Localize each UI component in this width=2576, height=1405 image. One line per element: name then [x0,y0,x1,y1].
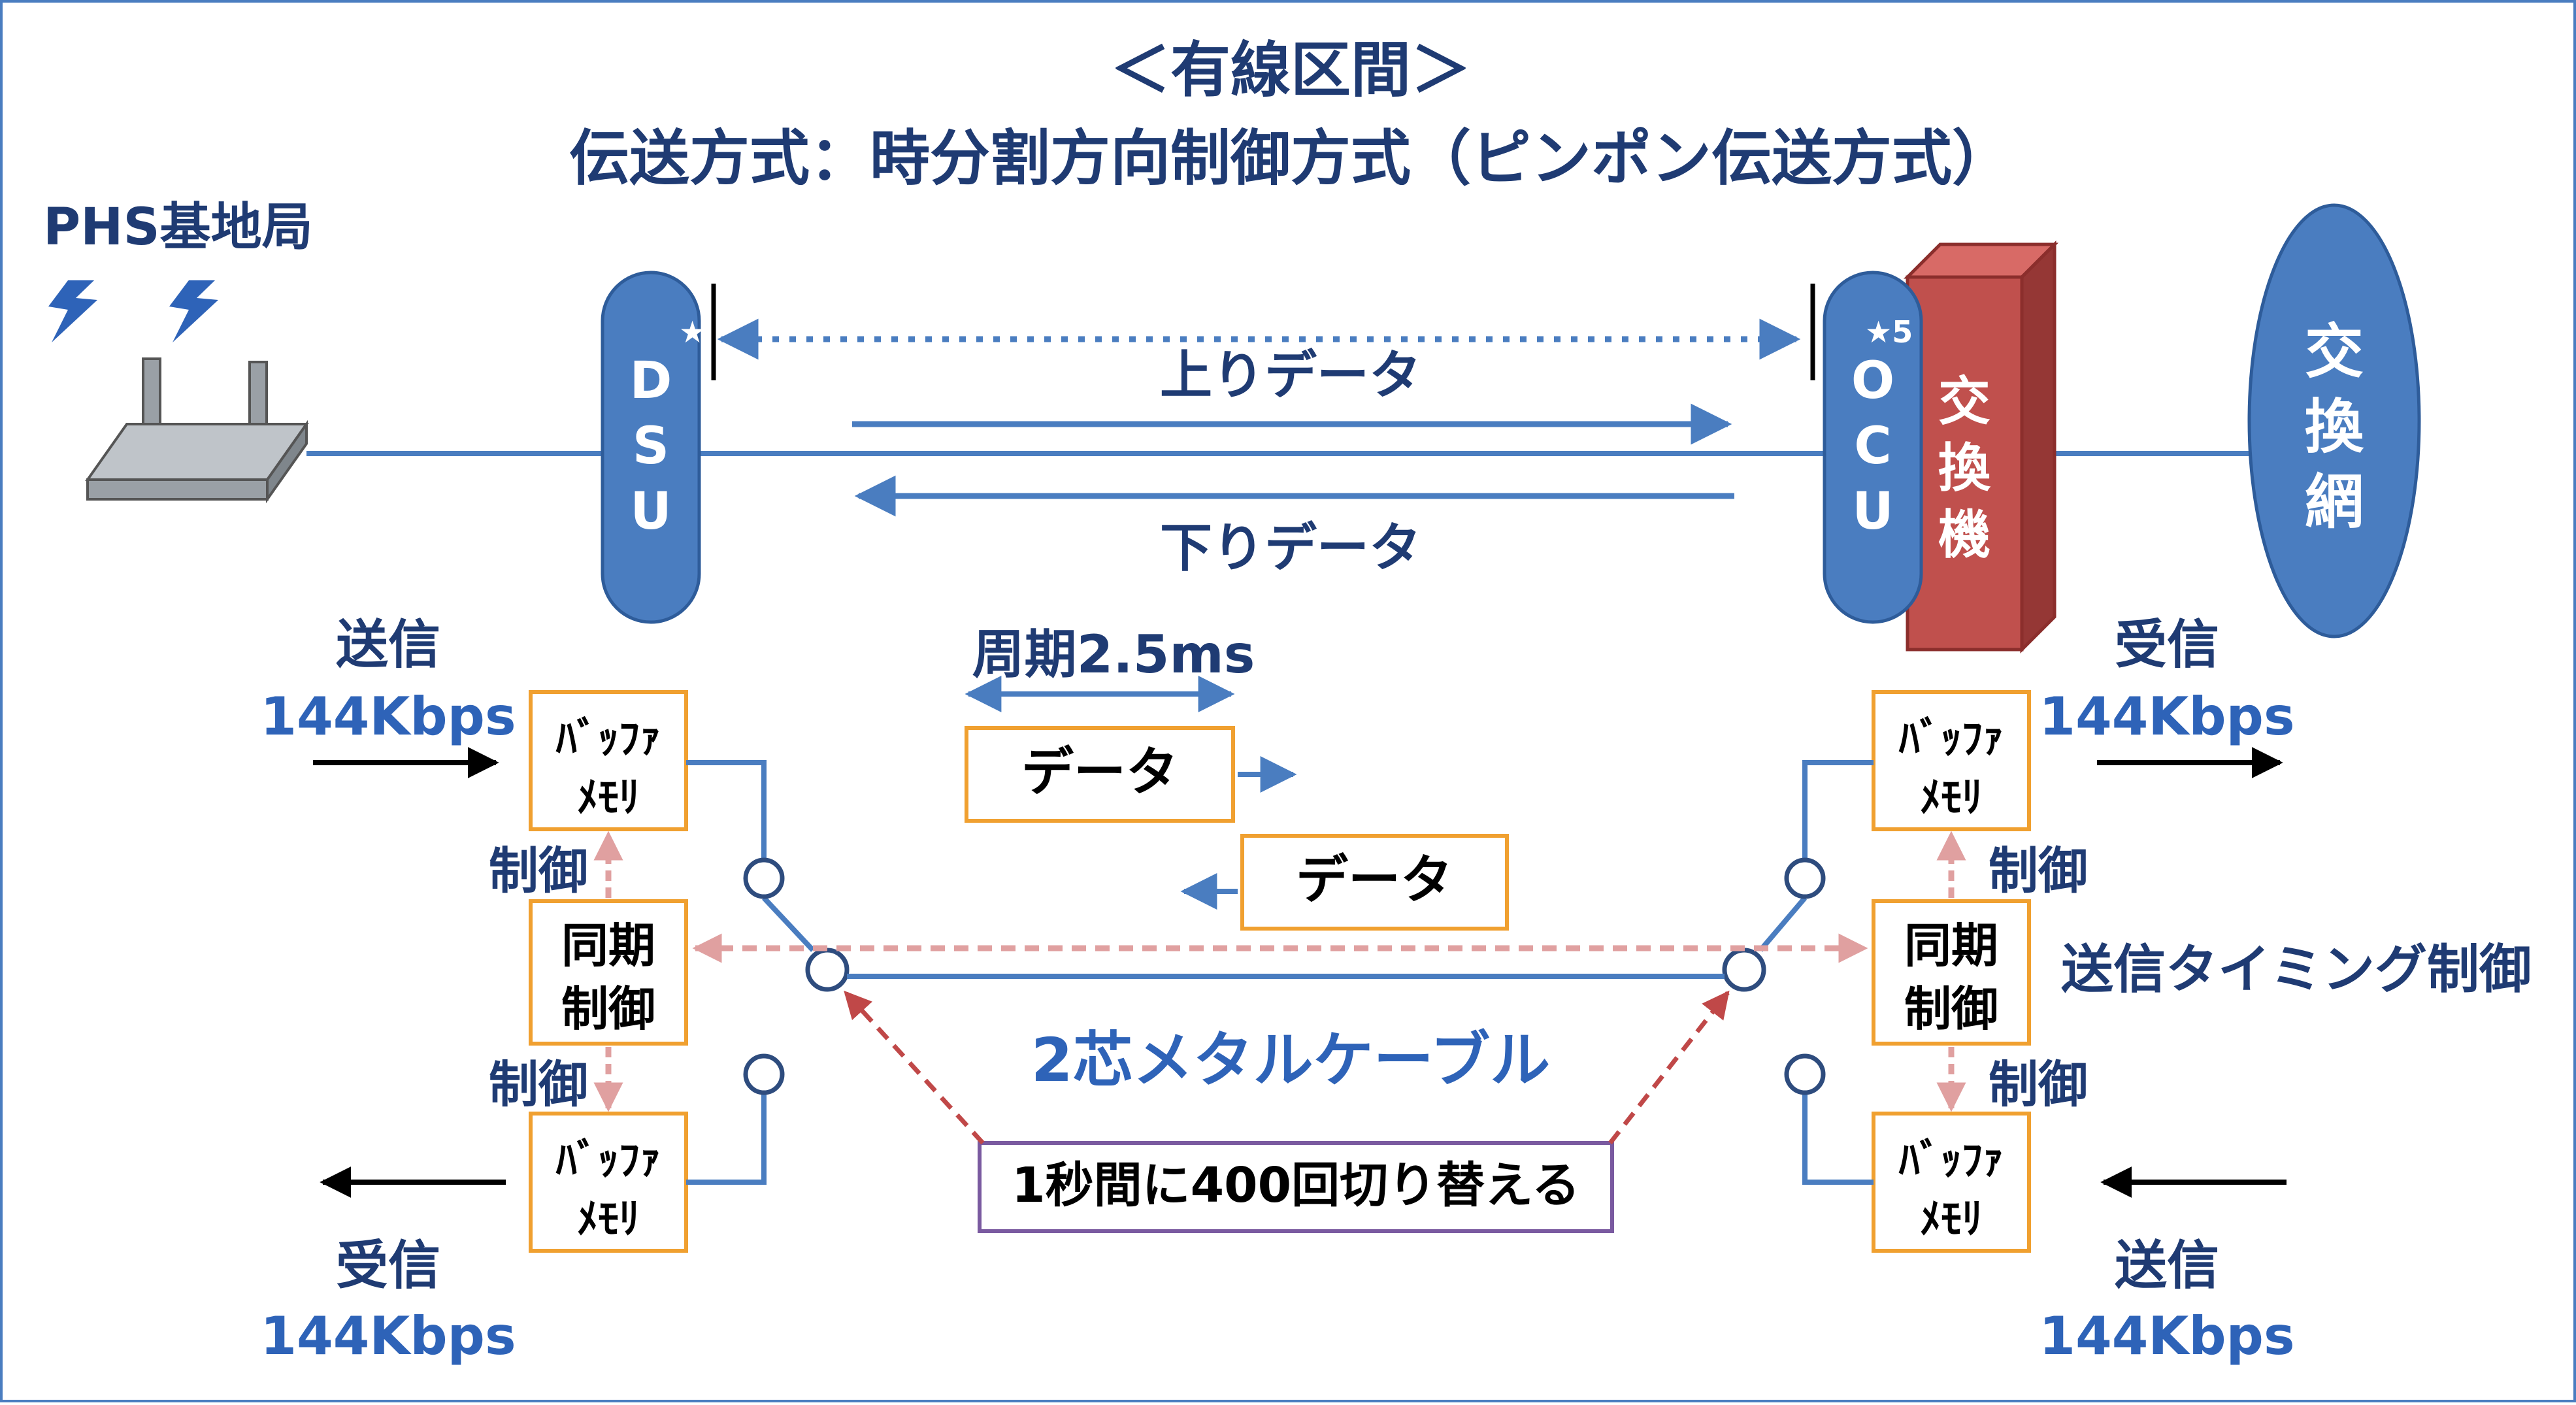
diagram-svg: ＜有線区間＞ 伝送方式：時分割方向制御方式（ピンポン伝送方式） PHS基地局 ★… [43,35,2532,1366]
right-sync-control [1872,899,2031,1046]
dsu-note: ★4 [679,314,727,350]
exchange-char-3: 機 [1938,504,1990,565]
base-station-icon [48,280,309,504]
left-ctrl-top-label: 制御 [489,842,588,900]
ocu-note: ★5 [1865,314,1913,350]
left-switch-circuit [686,760,815,1185]
ocu-letter-u: U [1852,482,1893,541]
right-switch-contact-top [1784,857,1826,899]
left-buffer-top-line2: ﾒﾓﾘ [577,774,640,822]
left-sync-line1: 同期 [561,918,655,973]
data-frame-downstream-label: データ [1296,850,1453,910]
right-timing-label: 送信タイミング制御 [2061,939,2532,1000]
left-sync-control [529,899,688,1046]
left-switch-contact-top [743,857,785,899]
switch-note-arrow-right [1608,990,1730,1145]
dsu-letter-u: U [630,482,671,541]
base-station-label: PHS基地局 [43,198,313,257]
dsu-letter-d: D [630,352,672,410]
network-char-3: 網 [2305,468,2364,537]
data-frame-downstream [1240,834,1509,931]
left-send-rate: 144Kbps [260,686,516,747]
left-sync-line2: 制御 [561,982,655,1036]
right-switch-circuit [1758,760,1874,1185]
switch-note-arrow-left [844,990,985,1145]
ocu-node [1823,271,1923,624]
exchange-char-1: 交 [1938,371,1990,432]
uplink-label: 上りデータ [1160,345,1421,406]
right-ctrl-bottom-label: 制御 [1989,1055,2088,1114]
right-sync-line2: 制御 [1904,982,1998,1036]
left-switch-pivot [805,948,850,992]
right-receive-label: 受信 [2115,614,2219,675]
left-switch-contact-bottom [743,1053,785,1095]
right-buffer-top-line1: ﾊﾞｯﾌｧ [1898,715,2004,763]
left-receive-rate: 144Kbps [260,1306,516,1366]
switch-note-label: 1秒間に400回切り替える [1012,1157,1580,1214]
left-buffer-bottom-line1: ﾊﾞｯﾌｧ [555,1136,661,1185]
dsu-node [601,271,701,624]
left-receive-label: 受信 [336,1235,440,1296]
exchange-char-2: 換 [1938,438,1991,499]
method-title: 伝送方式：時分割方向制御方式（ピンポン伝送方式） [569,124,2012,193]
right-buffer-bottom-line2: ﾒﾓﾘ [1920,1195,1983,1244]
right-switch-pivot [1722,948,1766,992]
right-receive-rate: 144Kbps [2039,686,2294,747]
left-buffer-top-line1: ﾊﾞｯﾌｧ [555,715,661,763]
right-buffer-top [1872,690,2031,831]
network-char-2: 換 [2305,393,2364,461]
dsu-letter-s: S [633,417,669,476]
data-frame-upstream [965,726,1235,823]
left-ctrl-bottom-label: 制御 [489,1055,588,1114]
exchange-network [2247,203,2421,638]
period-label: 周期2.5ms [972,624,1255,685]
right-buffer-bottom-line1: ﾊﾞｯﾌｧ [1898,1136,2004,1185]
left-send-label: 送信 [336,614,440,675]
cable-label: 2芯メタルケーブル [1031,1025,1551,1095]
data-frame-upstream-label: データ [1021,742,1178,802]
network-char-1: 交 [2305,318,2364,386]
downlink-label: 下りデータ [1160,518,1421,578]
right-send-rate: 144Kbps [2039,1306,2294,1366]
right-buffer-top-line2: ﾒﾓﾘ [1920,774,1983,822]
switch-note-box [978,1141,1614,1233]
left-buffer-bottom-line2: ﾒﾓﾘ [577,1195,640,1244]
ocu-letter-c: C [1854,417,1891,476]
exchange-box [1903,240,2059,654]
right-send-label: 送信 [2115,1235,2219,1296]
ocu-letter-o: O [1851,352,1894,410]
section-title: ＜有線区間＞ [1110,35,1471,105]
right-sync-line1: 同期 [1904,918,1998,973]
left-buffer-bottom [529,1112,688,1253]
right-ctrl-top-label: 制御 [1989,842,2088,900]
right-switch-contact-bottom [1784,1053,1826,1095]
